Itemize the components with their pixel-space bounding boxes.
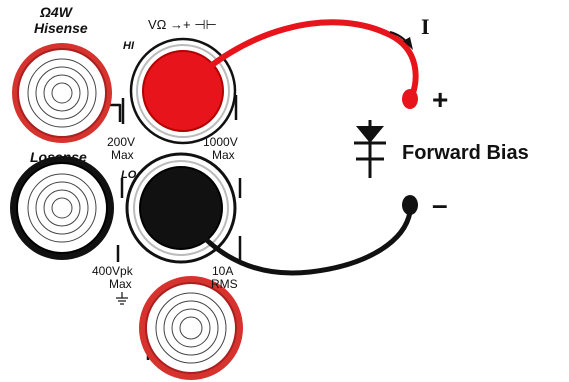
minus-label: – [432,189,448,220]
sense-lo-terminal[interactable] [10,156,114,260]
red-test-lead [180,19,419,109]
main-max-rating: 1000V [203,135,238,149]
ground-max-rating-unit: Max [109,277,132,291]
sense-lo-label: Losense [30,149,87,165]
black-probe-tip [402,195,418,215]
sense-max-rating: 200V [107,135,135,149]
red-probe-tip [402,89,418,109]
current-direction-arrow: I [389,14,430,50]
ground-icon [116,292,128,305]
sense-max-rating-unit: Max [111,148,134,162]
current-rating-unit: RMS [211,277,238,291]
sense-hi-label-line1: Ω4W [39,4,74,20]
forward-bias-caption: Forward Bias [402,142,529,164]
plus-label: + [432,84,448,115]
current-terminal[interactable] [139,276,243,380]
current-label: I [421,14,430,39]
main-max-rating-unit: Max [212,148,235,162]
current-rating: 10A [212,264,233,278]
hi-symbols: VΩ →+ ⊣⊢ [148,17,217,32]
lo-label: LO [121,169,137,181]
diode-icon [354,120,386,178]
black-test-lead [175,195,418,276]
hi-label: HI [123,40,135,52]
sense-hi-terminal[interactable] [12,43,112,143]
sense-hi-label-line2: Hisense [34,20,88,36]
ground-max-rating: 400Vpk [92,264,134,278]
